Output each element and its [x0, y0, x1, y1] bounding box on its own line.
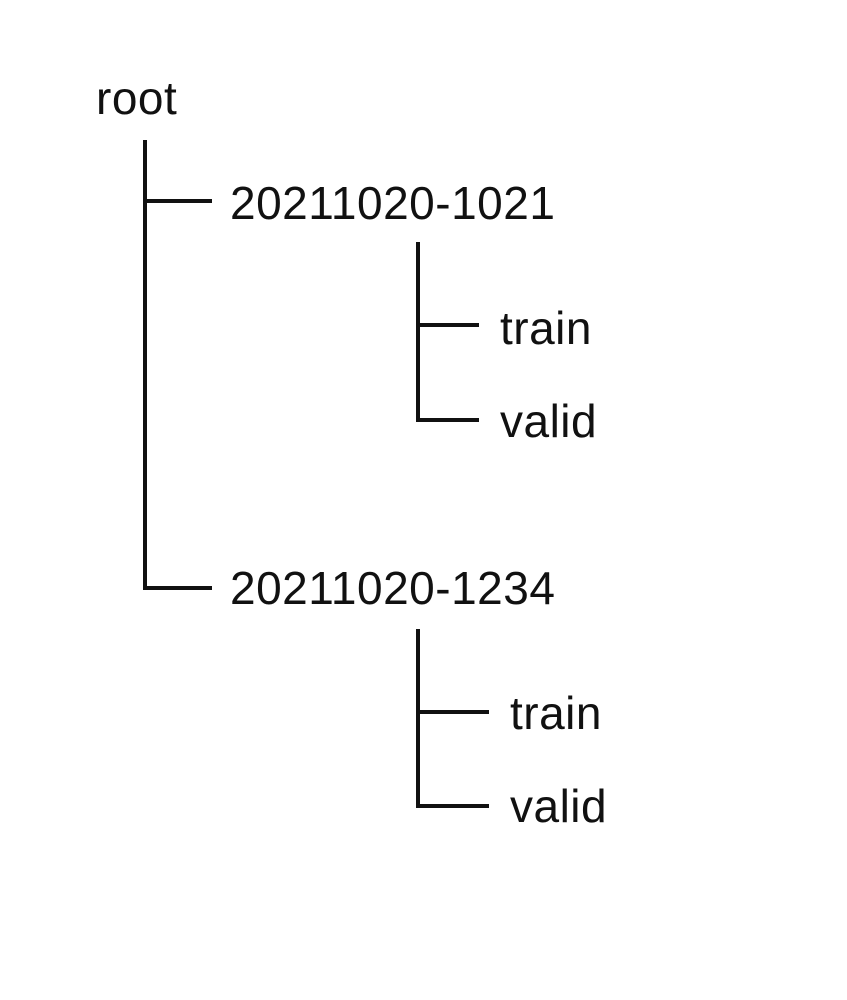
subfolder-node-label-run1-train: train	[500, 302, 592, 354]
folder-node-label-run2: 20211020-1234	[230, 562, 556, 614]
subfolder-node-label-run2-valid: valid	[510, 780, 608, 832]
folder-node-label-run1: 20211020-1021	[230, 177, 556, 229]
subfolder-node-label-run2-train: train	[510, 687, 602, 739]
root-node-label: root	[96, 72, 178, 124]
subfolder-node-label-run1-valid: valid	[500, 395, 598, 447]
